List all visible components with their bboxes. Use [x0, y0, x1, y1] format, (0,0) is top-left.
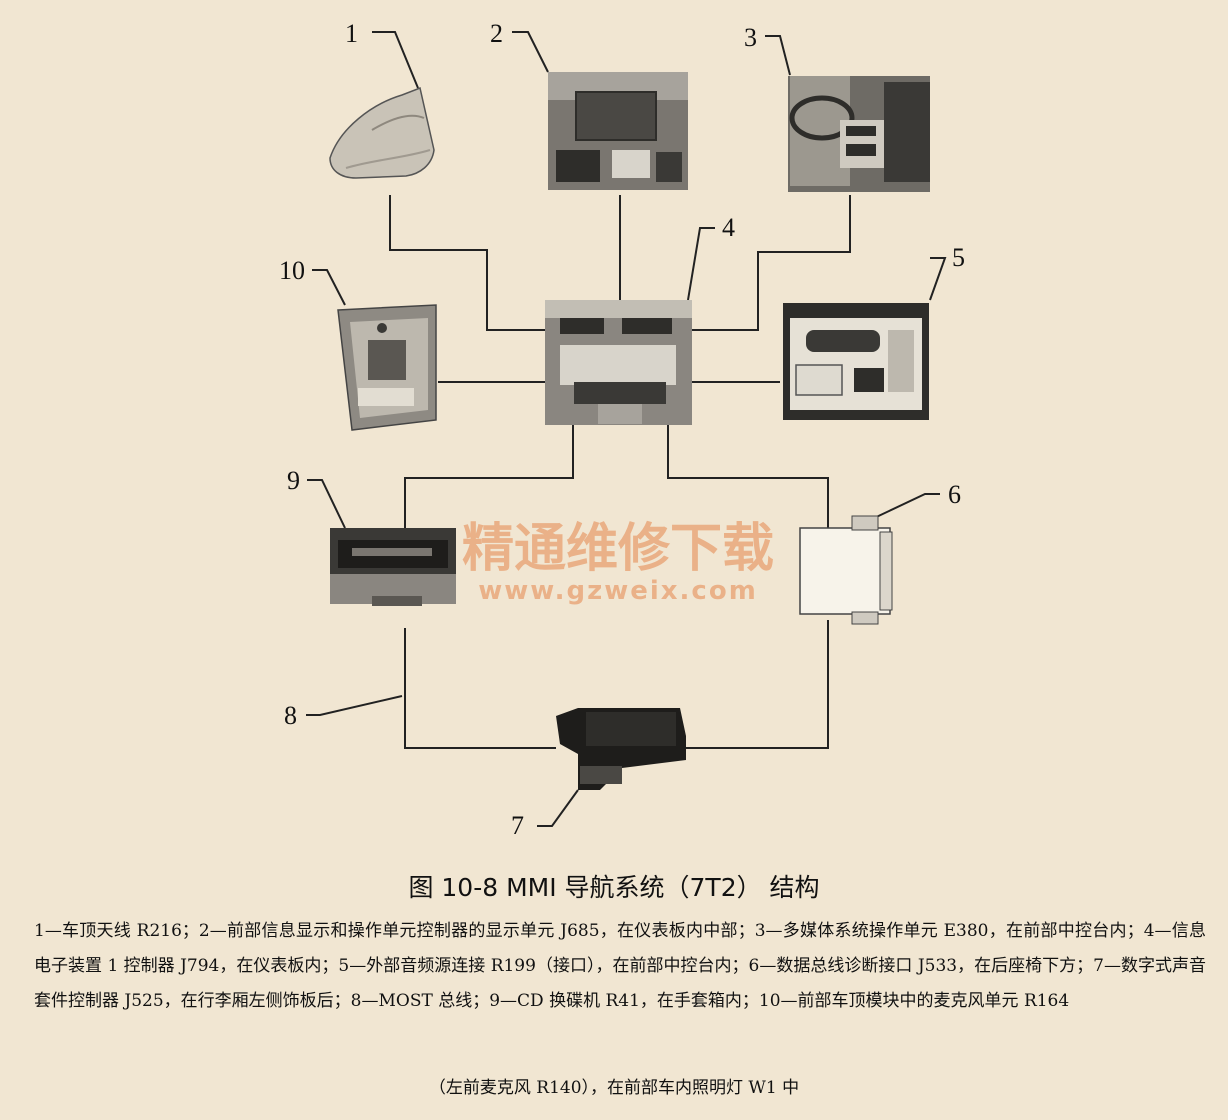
display-unit-component: [548, 72, 688, 190]
callout-9: 9: [287, 466, 300, 495]
cd-changer-component: [330, 528, 456, 606]
callout-6: 6: [948, 480, 961, 509]
diagnostic-interface-component: [799, 515, 893, 625]
info-electronics-control-unit-component: [545, 300, 692, 425]
roof-antenna-component: [329, 86, 435, 179]
figure-caption: 1—车顶天线 R216；2—前部信息显示和操作单元控制器的显示单元 J685，在…: [34, 921, 1206, 1011]
callout-3: 3: [744, 23, 757, 52]
microphone-roof-module-component: [337, 304, 437, 431]
callout-2: 2: [490, 19, 503, 48]
watermark: 精通维修下载 www.gzweix.com: [462, 519, 774, 606]
external-audio-interface-component: [783, 303, 929, 420]
mmi-control-panel-component: [788, 76, 930, 192]
leader-lines: [306, 31, 947, 827]
watermark-text: 精通维修下载: [462, 519, 774, 579]
callout-4: 4: [722, 213, 735, 242]
figure-caption-last-line: （左前麦克风 R140），在前部车内照明灯 W1 中: [428, 1078, 800, 1098]
sound-package-control-unit-component: [556, 708, 686, 790]
mmi-system-diagram: 精通维修下载 www.gzweix.com 1 2 3 4 5 6 7 8 9 …: [279, 19, 965, 840]
callout-5: 5: [952, 243, 965, 272]
callout-1: 1: [345, 19, 358, 48]
callout-10: 10: [279, 256, 305, 285]
callout-8: 8: [284, 701, 297, 730]
connection-lines: [389, 195, 851, 749]
callout-7: 7: [511, 811, 524, 840]
callout-numbers: 1 2 3 4 5 6 7 8 9 10: [279, 19, 965, 840]
figure-title: 图 10-8 MMI 导航系统（7T2） 结构: [408, 873, 820, 902]
watermark-url: www.gzweix.com: [478, 576, 758, 606]
